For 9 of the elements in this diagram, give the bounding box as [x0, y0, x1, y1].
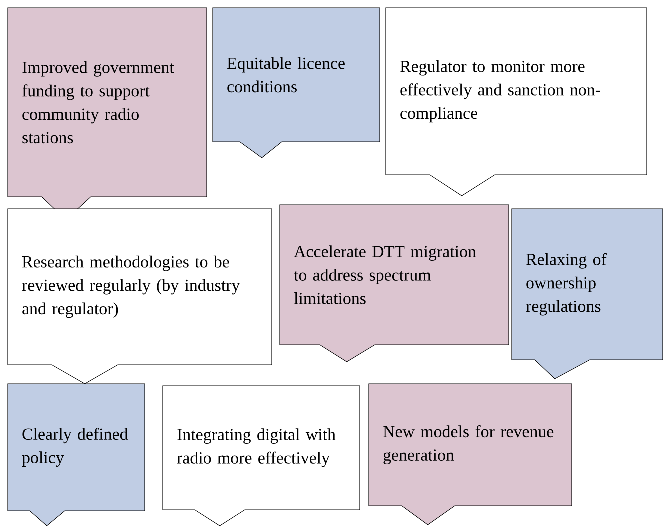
callout-box: Relaxing of ownership regulations: [512, 208, 664, 380]
callout-box: Research methodologies to be reviewed regularly (by industry and regulator): [8, 208, 272, 384]
callout-box: Regulator to monitor more effectively and sanction non-compliance: [386, 8, 648, 196]
callout-box: Clearly defined policy: [8, 384, 146, 526]
callout-box: Equitable licence conditions: [212, 8, 380, 158]
callout-box: New models for revenue generation: [368, 384, 572, 526]
callout-box: Improved government funding to support community radio stations: [8, 8, 208, 220]
callout-box: Accelerate DTT migration to address spectrum limitations: [280, 204, 510, 362]
callout-box: Integrating digital with radio more effectively: [162, 386, 360, 526]
